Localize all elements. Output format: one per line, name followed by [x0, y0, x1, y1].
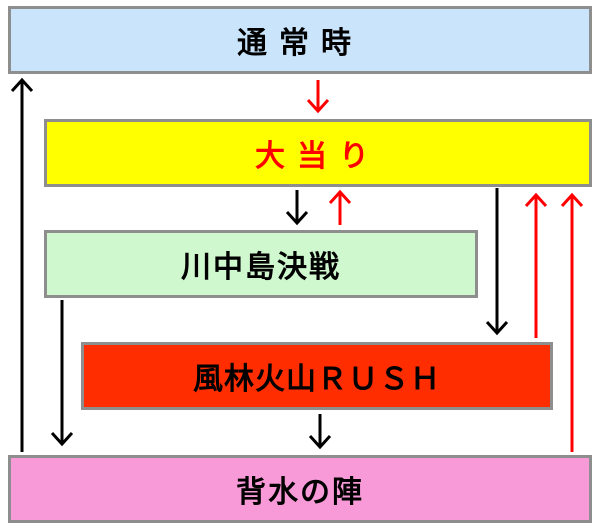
- arrow-normal-to-jackpot: [306, 80, 330, 114]
- arrow-haisui-to-jackpot: [560, 192, 584, 452]
- state-kawanakajima-label: 川中島決戦: [181, 250, 341, 285]
- state-kawanakajima-box: 川中島決戦: [44, 230, 478, 298]
- state-haisui-label: 背水の陣: [236, 475, 364, 510]
- arrow-kawanakajima-to-jackpot: [328, 189, 352, 225]
- state-normal-label: 通常時: [237, 26, 363, 61]
- arrow-rush-to-jackpot: [524, 192, 548, 338]
- state-haisui-box: 背水の陣: [8, 455, 592, 523]
- arrow-kawanakajima-to-haisui: [50, 300, 74, 447]
- arrow-haisui-to-normal: [10, 77, 34, 452]
- state-rush-box: 風林火山ＲＵＳＨ: [81, 342, 553, 410]
- state-normal-box: 通常時: [8, 6, 592, 74]
- state-jackpot-label: 大当り: [255, 139, 381, 174]
- arrow-rush-to-haisui: [308, 414, 332, 450]
- arrow-jackpot-to-rush: [485, 188, 509, 336]
- state-rush-label: 風林火山ＲＵＳＨ: [193, 362, 441, 397]
- state-jackpot-box: 大当り: [44, 119, 592, 187]
- arrow-jackpot-to-kawanakajima: [285, 190, 309, 226]
